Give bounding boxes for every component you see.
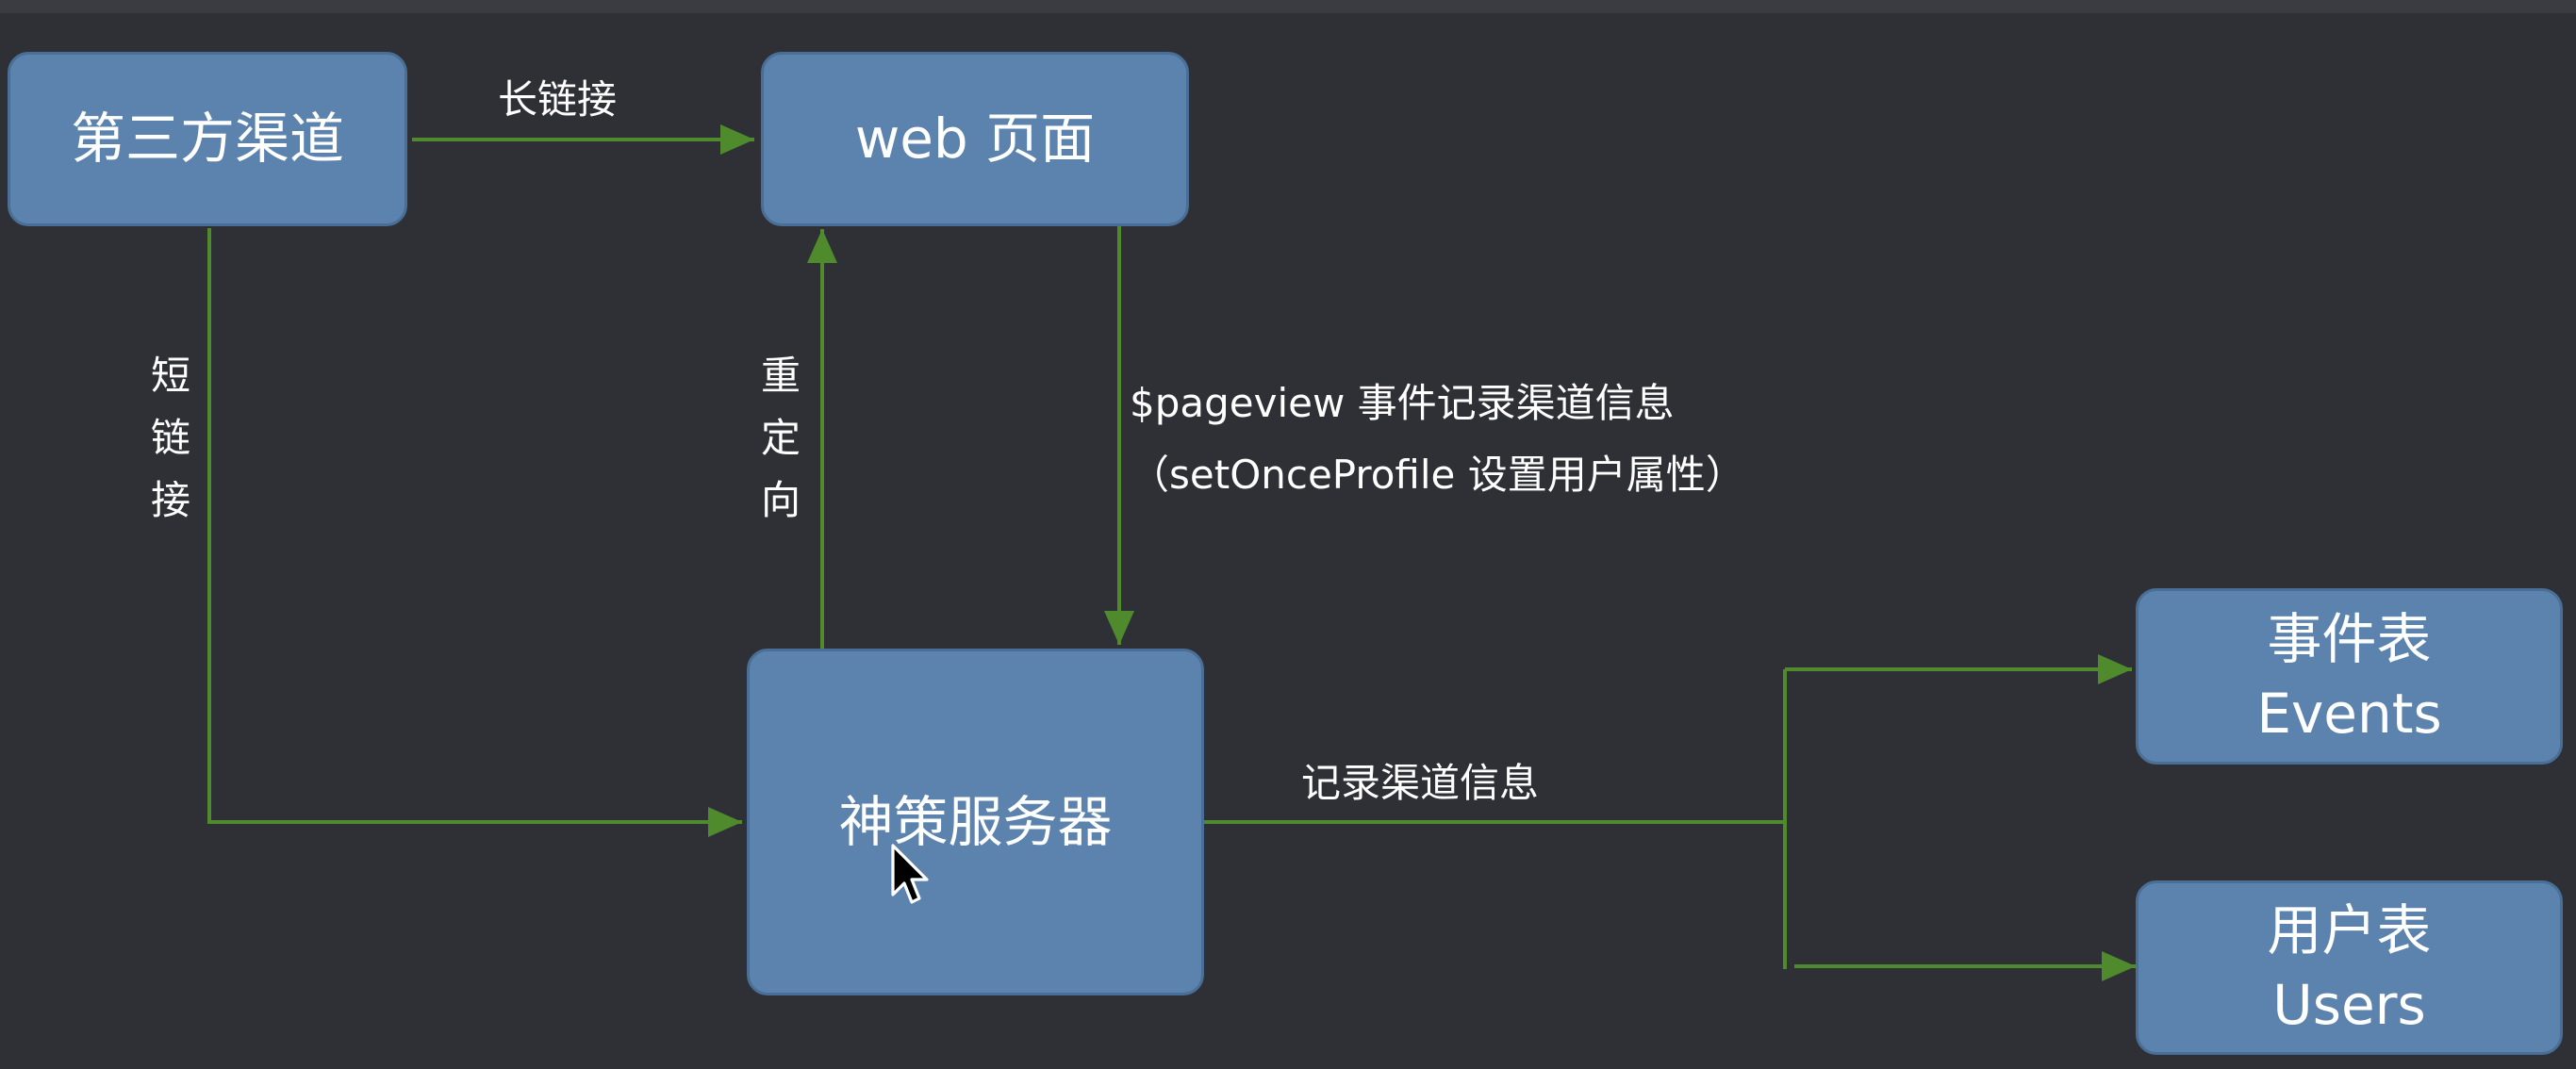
node-sensors-server[interactable]: 神策服务器 bbox=[747, 649, 1204, 995]
label-record-channel: 记录渠道信息 bbox=[1301, 760, 1540, 806]
label-long-link: 长链接 bbox=[498, 76, 618, 123]
node-web-page[interactable]: web 页面 bbox=[761, 52, 1189, 226]
edge-short-link bbox=[207, 228, 742, 837]
node-users-table[interactable]: 用户表 Users bbox=[2136, 880, 2563, 1055]
top-strip bbox=[0, 0, 2576, 13]
arrow-pointer-icon bbox=[891, 844, 929, 904]
label-pageview-record: $pageview 事件记录渠道信息 （setOnceProfile 设置用户属… bbox=[1130, 380, 1745, 498]
node-events-table[interactable]: 事件表 Events bbox=[2136, 588, 2563, 765]
node-third-party-channel[interactable]: 第三方渠道 bbox=[8, 52, 407, 226]
label-redirect: 重定向 bbox=[760, 353, 801, 523]
label-short-link: 短链接 bbox=[150, 353, 190, 523]
